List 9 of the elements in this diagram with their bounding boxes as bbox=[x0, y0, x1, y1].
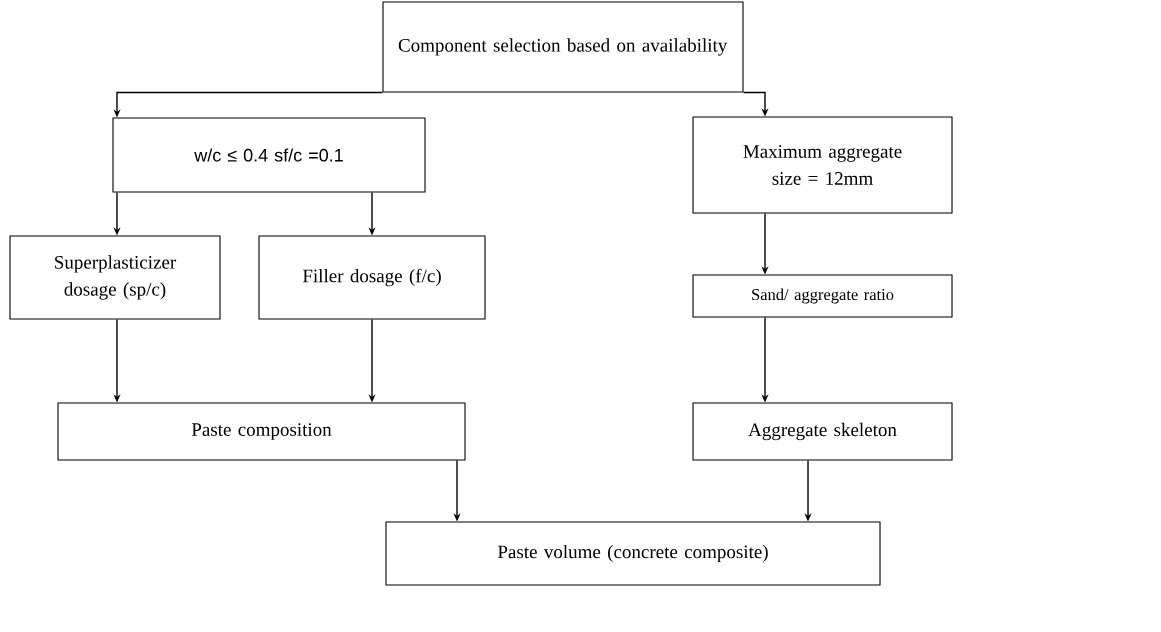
process-box: Sand/ aggregate ratio bbox=[692, 274, 953, 318]
process-box: Maximum aggregate size = 12mm bbox=[692, 116, 953, 214]
process-box: Superplasticizer dosage (sp/c) bbox=[9, 235, 221, 320]
process-box: Component selection based on availability bbox=[382, 1, 744, 93]
process-box: Paste composition bbox=[57, 402, 466, 461]
process-box: Paste volume (concrete composite) bbox=[385, 521, 881, 586]
process-box: w/c ≤ 0.4 sf/c =0.1 bbox=[112, 117, 426, 193]
process-box: Filler dosage (f/c) bbox=[258, 235, 486, 320]
process-box: Aggregate skeleton bbox=[692, 402, 953, 461]
